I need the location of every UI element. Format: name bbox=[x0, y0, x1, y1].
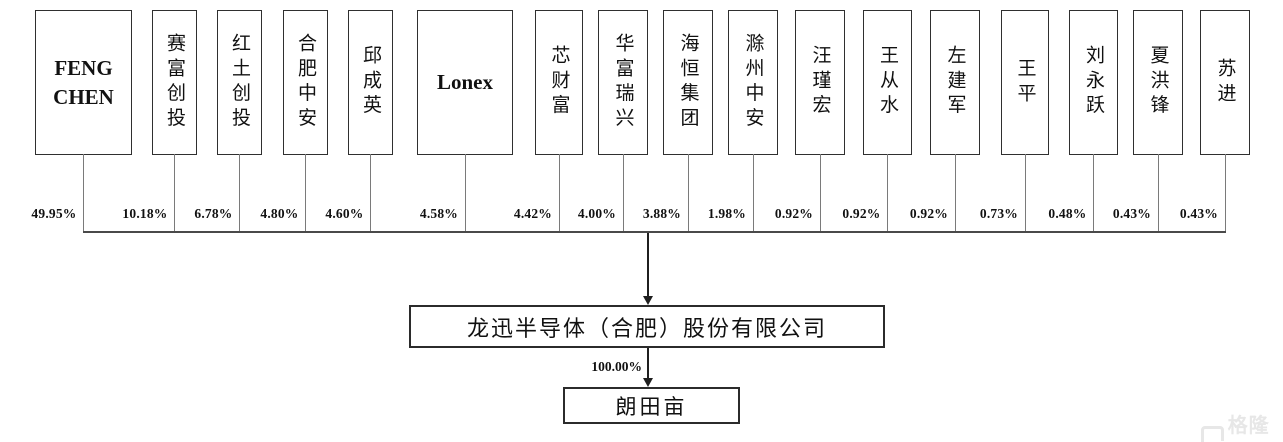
shareholder-name: 王从水 bbox=[877, 45, 898, 120]
connector-line bbox=[954, 154, 956, 232]
shareholder-name: 海恒集团 bbox=[677, 33, 699, 132]
company-name: 龙迅半导体（合肥）股份有限公司 bbox=[466, 315, 827, 341]
ownership-percent-label: 0.73% bbox=[979, 206, 1018, 221]
shareholder-name: 苏进 bbox=[1214, 57, 1236, 108]
subsidiary-name: 朗田亩 bbox=[615, 394, 688, 419]
arrow-line-to-subsidiary bbox=[647, 348, 649, 379]
connector-line bbox=[305, 154, 306, 232]
shareholder-box: 王平 bbox=[1001, 10, 1049, 155]
shareholder-name: 合肥中安 bbox=[295, 33, 316, 132]
arrowhead-down-icon bbox=[643, 378, 653, 387]
shareholder-name: FENG CHEN bbox=[53, 56, 114, 109]
connector-line bbox=[1093, 154, 1094, 232]
connector-line bbox=[1024, 154, 1026, 232]
shareholder-box: 芯财富 bbox=[535, 10, 583, 155]
connector-line bbox=[174, 154, 175, 232]
company-box: 龙迅半导体（合肥）股份有限公司 bbox=[409, 305, 885, 348]
ownership-percent-label: 0.92% bbox=[842, 206, 881, 221]
connector-line bbox=[1157, 154, 1159, 232]
bus-line bbox=[83, 231, 1226, 233]
connector-line bbox=[1224, 154, 1226, 232]
ownership-percent-label: 10.18% bbox=[122, 206, 168, 221]
shareholder-name: 邱成英 bbox=[360, 45, 381, 120]
shareholder-box: 夏洪锋 bbox=[1133, 10, 1183, 155]
shareholder-name: Lonex bbox=[436, 70, 493, 95]
arrowhead-down-icon bbox=[643, 296, 653, 305]
ownership-percent-label: 0.92% bbox=[774, 206, 813, 221]
connector-line bbox=[819, 154, 821, 232]
ownership-percent-label: 3.88% bbox=[642, 206, 681, 221]
shareholder-name: 华富瑞兴 bbox=[612, 33, 634, 132]
shareholder-name: 左建军 bbox=[944, 45, 966, 120]
connector-line bbox=[558, 154, 560, 232]
ownership-percent-label: 4.42% bbox=[513, 206, 552, 221]
shareholder-name: 滁州中安 bbox=[742, 33, 764, 132]
connector-line bbox=[370, 154, 371, 232]
shareholder-name: 汪瑾宏 bbox=[809, 45, 831, 120]
connector-line bbox=[464, 154, 466, 232]
shareholder-box: 邱成英 bbox=[348, 10, 393, 155]
shareholder-box: 滁州中安 bbox=[728, 10, 778, 155]
shareholder-box: 苏进 bbox=[1200, 10, 1250, 155]
ownership-percent-label: 49.95% bbox=[31, 206, 77, 221]
shareholder-name: 夏洪锋 bbox=[1147, 45, 1169, 120]
ownership-percent-label: 1.98% bbox=[707, 206, 746, 221]
ownership-percent-label: 0.92% bbox=[909, 206, 948, 221]
shareholder-box: Lonex bbox=[417, 10, 513, 155]
shareholder-box: 王从水 bbox=[863, 10, 912, 155]
connector-line bbox=[687, 154, 689, 232]
ownership-percent-label: 0.43% bbox=[1112, 206, 1151, 221]
connector-line bbox=[83, 154, 84, 232]
ownership-percent-label: 4.58% bbox=[419, 206, 458, 221]
shareholder-name: 红土创投 bbox=[229, 33, 250, 132]
ownership-percent-label: 4.80% bbox=[260, 206, 299, 221]
ownership-percent-label: 4.00% bbox=[577, 206, 616, 221]
shareholder-box: FENG CHEN bbox=[35, 10, 132, 155]
ownership-percent-label: 0.43% bbox=[1179, 206, 1218, 221]
arrow-line-to-company bbox=[647, 233, 649, 297]
ownership-percent-label: 6.78% bbox=[194, 206, 233, 221]
shareholder-box: 赛富创投 bbox=[152, 10, 197, 155]
shareholder-box: 汪瑾宏 bbox=[795, 10, 845, 155]
shareholder-name: 芯财富 bbox=[548, 45, 570, 120]
shareholder-box: 华富瑞兴 bbox=[598, 10, 648, 155]
connector-line bbox=[622, 154, 624, 232]
shareholder-box: 左建军 bbox=[930, 10, 980, 155]
subsidiary-ownership-percent-label: 100.00% bbox=[591, 359, 642, 374]
shareholder-box: 红土创投 bbox=[217, 10, 262, 155]
shareholder-name: 刘永跃 bbox=[1083, 45, 1104, 120]
shareholder-box: 刘永跃 bbox=[1069, 10, 1118, 155]
gelonghui-logo-icon bbox=[1201, 425, 1224, 442]
connector-line bbox=[887, 154, 888, 232]
subsidiary-box: 朗田亩 bbox=[563, 387, 740, 424]
shareholder-name: 王平 bbox=[1014, 57, 1036, 108]
watermark: 格隆汇 bbox=[1201, 409, 1283, 442]
ownership-percent-label: 4.60% bbox=[325, 206, 364, 221]
connector-line bbox=[239, 154, 240, 232]
shareholder-name: 赛富创投 bbox=[164, 33, 185, 132]
shareholder-box: 合肥中安 bbox=[283, 10, 328, 155]
ownership-percent-label: 0.48% bbox=[1048, 206, 1087, 221]
watermark-text: 格隆汇 bbox=[1227, 415, 1270, 437]
connector-line bbox=[752, 154, 754, 232]
shareholder-box: 海恒集团 bbox=[663, 10, 713, 155]
